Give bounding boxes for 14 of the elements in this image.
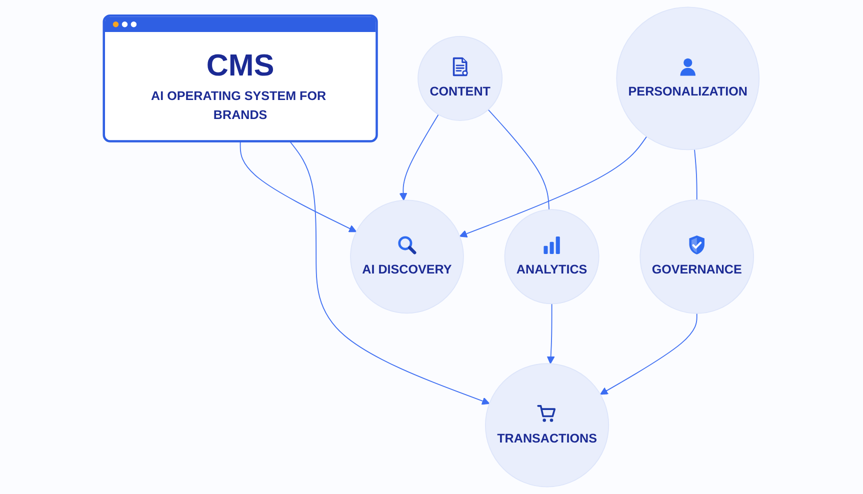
arrow [546, 303, 555, 364]
connector [488, 109, 550, 210]
node-circle: ANALYTICS [504, 209, 600, 304]
arrow [600, 312, 698, 395]
node-circle: GOVERNANCE [640, 200, 754, 314]
connector [694, 148, 698, 200]
arrow [399, 114, 439, 201]
node-circle: AI DISCOVERY [350, 200, 464, 314]
arrow [289, 140, 490, 405]
node-circle: TRANSACTIONS [485, 363, 610, 488]
node-circle: PERSONALIZATION [616, 6, 760, 150]
node-circle: CONTENT [418, 36, 503, 121]
arrow [459, 136, 648, 238]
arrow [240, 140, 357, 232]
